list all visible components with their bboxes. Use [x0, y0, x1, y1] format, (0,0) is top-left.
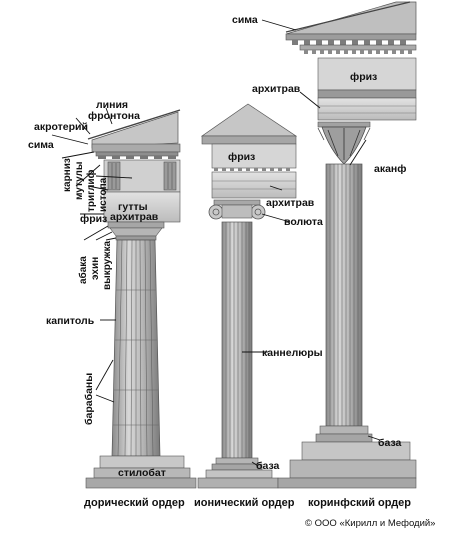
doric-triglyphs — [107, 161, 177, 191]
label-triglyph: триглиф — [85, 169, 97, 212]
corinthian-shaft — [325, 163, 363, 427]
leader-lines — [51, 19, 381, 467]
label-doric-sima: сима — [28, 139, 54, 151]
label-cornice: карниз — [62, 158, 73, 192]
doric-drums — [113, 289, 159, 426]
label-metope: истопа — [98, 177, 109, 212]
caption-corinthian: коринфский ордер — [308, 497, 411, 509]
caption-ionic: ионический ордер — [194, 497, 295, 509]
label-ionic-architrave: архитрав — [266, 197, 315, 209]
label-corinthian-architrave: архитрав — [252, 83, 301, 95]
label-echinus: эхин — [90, 257, 101, 280]
copyright: © ООО «Кирилл и Мефодий» — [305, 518, 435, 529]
label-corinthian-frieze: фриз — [350, 71, 377, 83]
corinthian-flutes — [329, 164, 359, 426]
label-doric-frieze: фриз — [80, 213, 107, 225]
corinthian-order — [277, 1, 417, 489]
corinthian-pediment — [285, 1, 417, 35]
label-flutes: каннелюры — [262, 347, 323, 359]
doric-flutes — [117, 239, 154, 457]
ionic-order — [197, 103, 298, 489]
label-pediment-line-2: фронтона — [88, 110, 140, 122]
label-capital: капитоль — [46, 315, 95, 327]
ionic-flutes — [225, 222, 250, 458]
label-abacus: абака — [77, 256, 89, 284]
label-corinthian-sima: сима — [232, 14, 258, 26]
corinthian-acanthus — [317, 126, 371, 165]
label-ionic-base: база — [256, 460, 280, 472]
corinthian-frieze — [317, 57, 417, 91]
ionic-frieze — [211, 143, 297, 169]
corinthian-modillions — [292, 40, 406, 45]
doric-cornice — [91, 143, 181, 153]
label-mutules: мутулы — [74, 162, 85, 200]
label-ionic-frieze: фриз — [228, 151, 255, 163]
label-neck: выкружка — [102, 241, 113, 290]
corinthian-base — [319, 425, 369, 435]
ionic-base — [215, 457, 259, 465]
doric-mutules — [98, 156, 176, 159]
label-stylobate: стилобат — [118, 467, 166, 479]
label-guttae: гутты — [118, 201, 148, 213]
doric-order — [85, 109, 197, 489]
label-akrotery: акротерий — [34, 121, 88, 133]
corinthian-architrave — [317, 97, 417, 121]
label-acanthus: аканф — [374, 163, 406, 175]
label-pediment-line-1: линия — [96, 99, 128, 111]
corinthian-dentils — [304, 50, 412, 54]
ionic-shaft — [221, 221, 253, 459]
label-doric-architrave: архитрав — [110, 211, 159, 223]
label-drums: барабаны — [83, 373, 95, 425]
label-corinthian-base: база — [378, 437, 402, 449]
label-volute: волюта — [284, 216, 323, 228]
caption-doric: дорический ордер — [84, 497, 185, 509]
doric-echinus — [109, 227, 163, 237]
ionic-architrave — [211, 171, 297, 199]
ionic-volutes — [208, 204, 266, 220]
ionic-pediment — [200, 103, 298, 137]
ionic-dentils — [214, 168, 290, 171]
